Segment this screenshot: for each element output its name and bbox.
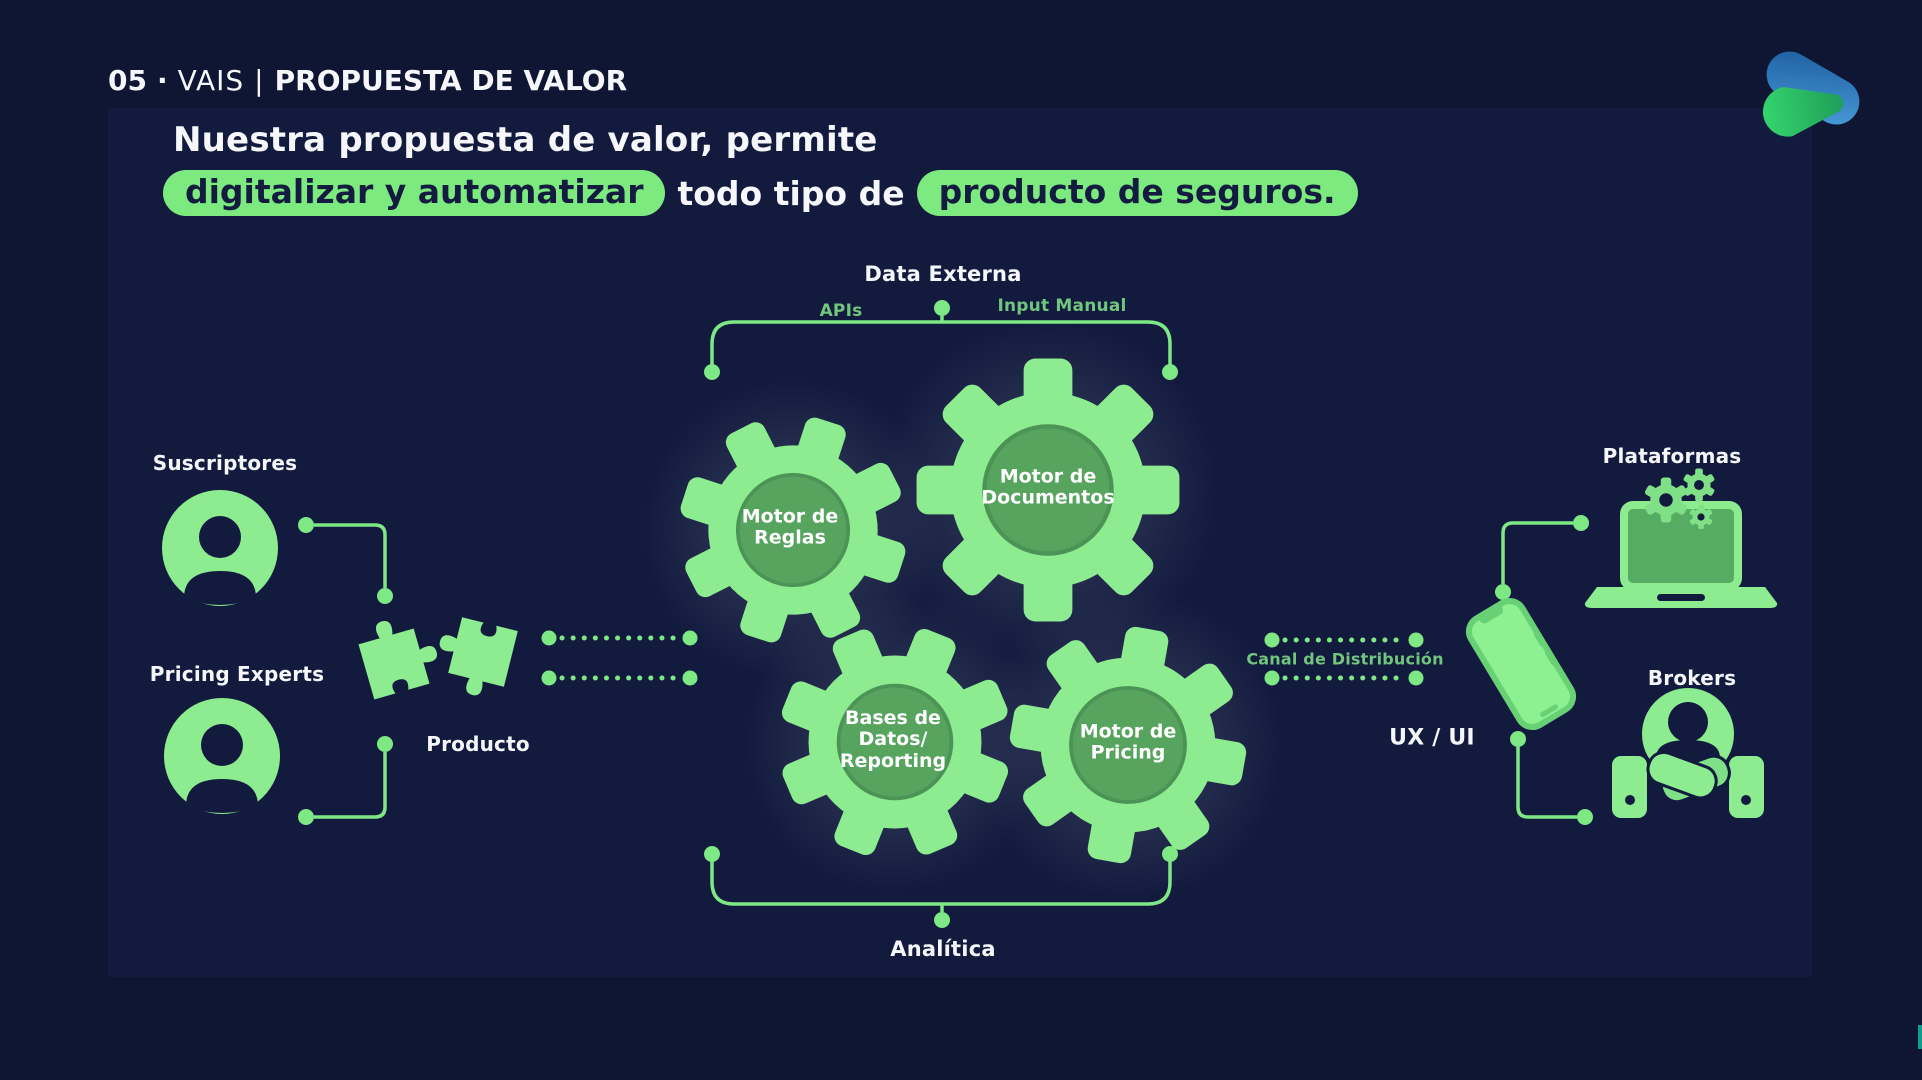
- screen-edge-mark: [1918, 1025, 1922, 1049]
- ux-ui-label: UX / UI: [1389, 725, 1475, 751]
- engines-to-canal-links: [1264, 632, 1424, 686]
- apis-label: APIs: [819, 301, 863, 321]
- pricing-connector: [298, 736, 393, 825]
- canal-distribucion-label: Canal de Distribución: [1246, 649, 1444, 669]
- brand-name: VAIS: [177, 64, 245, 97]
- suscriptores-person-icon: [162, 490, 278, 606]
- database-reporting-label: Bases de Datos/ Reporting: [839, 707, 947, 772]
- headline-line2: digitalizar y automatizar todo tipo de p…: [163, 170, 1358, 216]
- slide-panel: [108, 108, 1812, 977]
- pricing-experts-label: Pricing Experts: [149, 662, 325, 686]
- headline-connector: todo tipo de: [677, 173, 905, 213]
- producto-puzzle-icon: [358, 617, 518, 700]
- header-dot: ·: [156, 64, 168, 97]
- brokers-connector: [1510, 731, 1593, 825]
- brokers-handshake-icon: [1612, 688, 1764, 818]
- producto-to-engines-links: [541, 630, 698, 686]
- pricing-engine-label: Motor de Pricing: [1079, 720, 1177, 764]
- highlight-pill-digitalizar: digitalizar y automatizar: [163, 170, 666, 216]
- brokers-label: Brokers: [1647, 666, 1737, 690]
- plataformas-connector: [1495, 515, 1589, 600]
- analitica-label: Analítica: [890, 937, 996, 961]
- plataformas-label: Plataformas: [1602, 444, 1742, 468]
- suscriptores-connector: [298, 517, 393, 604]
- header-pipe: |: [254, 64, 265, 97]
- highlight-pill-producto: producto de seguros.: [916, 170, 1358, 216]
- suscriptores-label: Suscriptores: [152, 451, 298, 475]
- slide-number: 05: [108, 64, 147, 97]
- headline-line1: Nuestra propuesta de valor, permite: [173, 120, 878, 160]
- documents-engine-label: Motor de Documentos: [981, 465, 1115, 509]
- producto-label: Producto: [426, 732, 530, 756]
- data-externa-bracket: [704, 300, 1178, 380]
- analitica-bracket: [704, 846, 1178, 928]
- data-externa-label: Data Externa: [864, 262, 1022, 286]
- plataformas-laptop-icon: [1584, 468, 1778, 608]
- input-manual-label: Input Manual: [997, 296, 1127, 316]
- phone-icon: [1465, 597, 1577, 731]
- slide-header: 05 · VAIS | PROPUESTA DE VALOR: [108, 64, 627, 97]
- page-title: PROPUESTA DE VALOR: [274, 64, 628, 97]
- pricing-experts-person-icon: [164, 698, 280, 814]
- rules-engine-label: Motor de Reglas: [741, 505, 839, 549]
